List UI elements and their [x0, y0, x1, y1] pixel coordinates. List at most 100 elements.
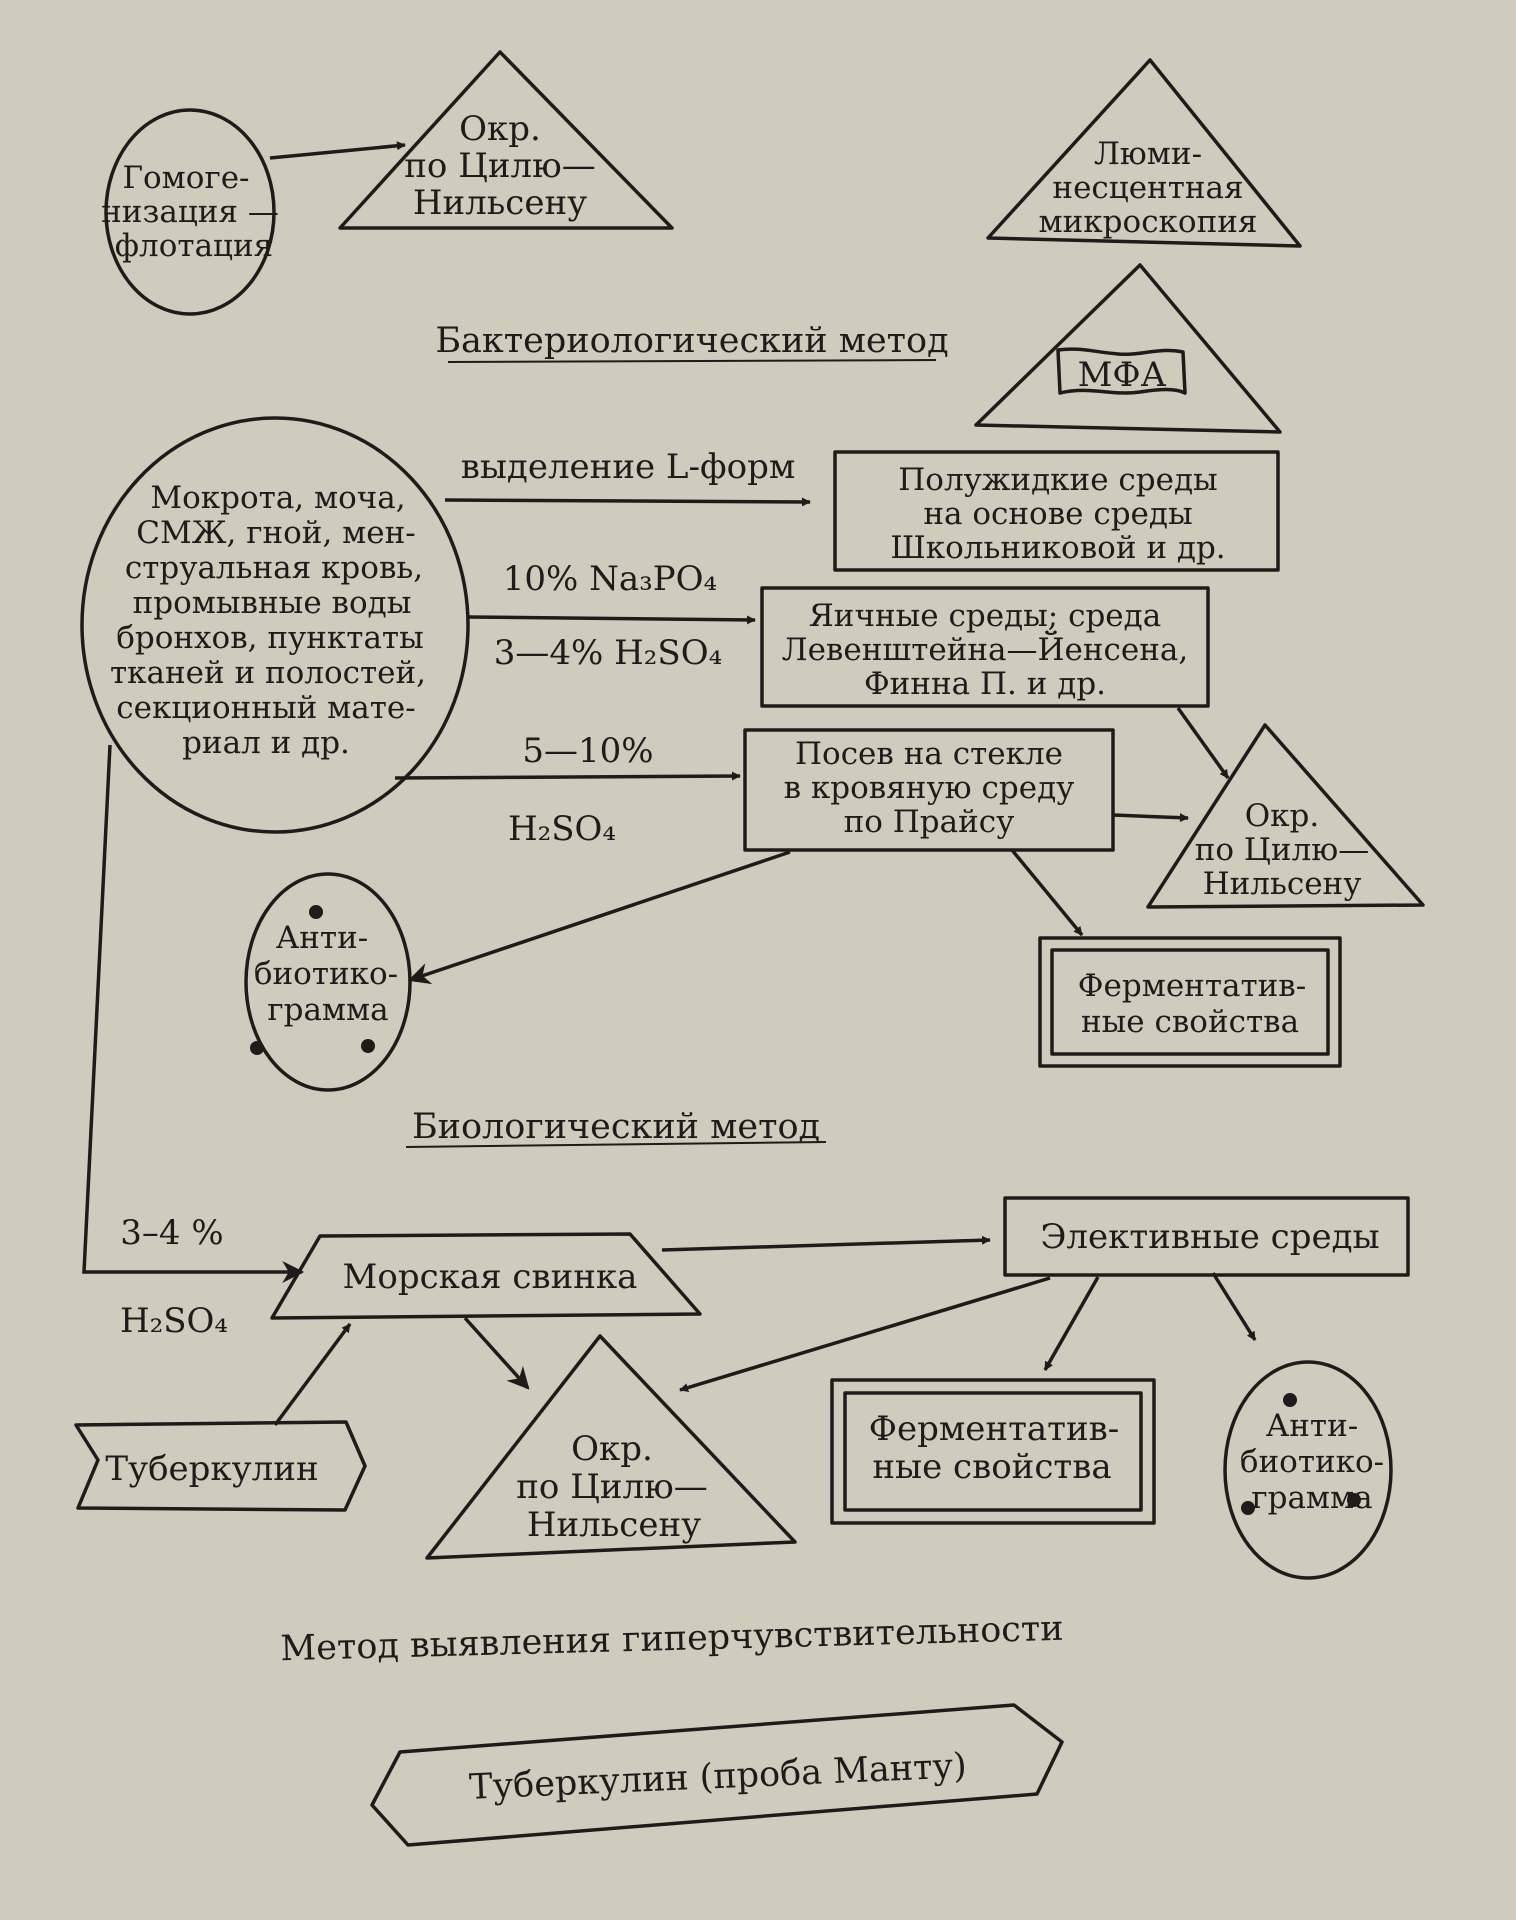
- arrow-price-to-enzymatic: [1010, 848, 1084, 937]
- ziehl-bottom-triangle: [425, 1334, 797, 1560]
- dot: [1241, 1501, 1255, 1515]
- specimen-line-3: струальная кровь,: [125, 550, 423, 586]
- price-box: [743, 728, 1115, 852]
- ziehl-top-line-2: по Цилю—: [404, 146, 595, 186]
- diagram-shapes: [74, 50, 1425, 1847]
- antibiogram-bottom-line-2: биотико-: [1240, 1444, 1384, 1480]
- enzymatic-bottom-box-inner: [843, 1391, 1143, 1512]
- mfa-triangle: [974, 263, 1282, 434]
- biological-heading: Биологический метод: [412, 1107, 820, 1147]
- semiliquid-line-3: Школьниковой и др.: [890, 530, 1225, 566]
- ziehl-right-line-2: по Цилю—: [1195, 832, 1370, 868]
- luminescent-line-2: несцентная: [1052, 170, 1243, 206]
- arrow-to-semiliquid: [444, 497, 811, 507]
- price-line-1: Посев на стекле: [795, 736, 1063, 772]
- bacteriological-underline: [447, 359, 937, 363]
- biological-acid-label: H₂SO₄: [120, 1301, 228, 1341]
- heading-underlines: [405, 359, 937, 1148]
- text-layer: Гомоге- низация — флотация Окр. по Цилю—…: [101, 109, 1384, 1808]
- mantoux-hexagon: [370, 1703, 1064, 1847]
- h2so4-510-acid: H₂SO₄: [508, 809, 616, 849]
- luminescent-line-3: микроскопия: [1039, 204, 1258, 240]
- specimen-line-7: секционный мате-: [116, 690, 415, 726]
- arrow-to-price: [394, 771, 741, 781]
- luminescent-line-1: Люми-: [1094, 136, 1202, 172]
- ziehl-top-line-1: Окр.: [459, 109, 541, 149]
- homogenization-line-3: флотация: [115, 228, 273, 264]
- h2so4-34-label: 3—4% H₂SO₄: [494, 633, 722, 673]
- semiliquid-line-2: на основе среды: [923, 496, 1192, 532]
- ziehl-right-line-1: Окр.: [1245, 798, 1320, 834]
- elective-label: Элективные среды: [1040, 1217, 1379, 1257]
- enzymatic-line-1: Ферментатив-: [1078, 968, 1306, 1004]
- arrow-elective-to-enzymatic: [1043, 1276, 1100, 1371]
- enzymatic-bottom-line-2: ные свойства: [872, 1447, 1111, 1487]
- antibiogram-line-2: биотико-: [254, 956, 398, 992]
- dot: [1283, 1393, 1297, 1407]
- connectors: [82, 141, 1257, 1427]
- price-line-2: в кровяную среду: [784, 770, 1075, 806]
- ziehl-right-line-3: Нильсену: [1203, 866, 1362, 902]
- egg-media-line-2: Левенштейна—Йенсена,: [782, 629, 1189, 668]
- enzymatic-bottom-line-1: Ферментатив-: [869, 1409, 1120, 1449]
- antibiogram-bottom-line-1: Анти-: [1266, 1408, 1358, 1444]
- antibiogram-line-3: грамма: [267, 992, 388, 1028]
- homogenization-circle: [104, 108, 276, 316]
- ziehl-top-line-3: Нильсену: [413, 183, 587, 223]
- arrow-elective-to-antibiogram: [1211, 1272, 1257, 1341]
- egg-media-line-3: Финна П. и др.: [864, 666, 1106, 702]
- enzymatic-box-outer: [1038, 936, 1342, 1068]
- specimen-circle: [80, 416, 470, 834]
- egg-media-line-1: Яичные среды; среда: [809, 598, 1161, 634]
- ziehl-bottom-line-2: по Цилю—: [516, 1467, 707, 1507]
- arrow-homogenization-to-ziehl: [269, 141, 406, 160]
- specimen-line-5: бронхов, пунктаты: [116, 620, 424, 656]
- guinea-pig-trapezoid: [270, 1232, 702, 1320]
- ziehl-bottom-line-1: Окр.: [571, 1429, 653, 1469]
- luminescent-triangle: [986, 58, 1302, 248]
- arrow-tuberculin-to-guinea-pig: [273, 1322, 352, 1427]
- homogenization-line-1: Гомоге-: [122, 160, 249, 196]
- elective-box: [1003, 1196, 1410, 1277]
- antibiogram-line-1: Анти-: [276, 920, 368, 956]
- arrow-price-to-ziehl: [1112, 813, 1189, 823]
- specimen-line-6: тканей и полостей,: [110, 655, 426, 691]
- arrow-elective-to-ziehl: [679, 1276, 1051, 1392]
- ziehl-right-triangle: [1146, 723, 1425, 909]
- biological-underline: [405, 1141, 827, 1148]
- arrow-guinea-pig-to-elective: [661, 1235, 991, 1252]
- mfa-banner: [1056, 347, 1187, 395]
- arrow-to-egg-media: [467, 615, 756, 625]
- dot: [1347, 1493, 1361, 1507]
- l-forms-label: выделение L-форм: [461, 447, 796, 487]
- specimen-line-2: СМЖ, гной, мен-: [136, 515, 416, 551]
- antibiogram-dots: [250, 905, 1361, 1515]
- tuberculin-hexagon: [74, 1420, 367, 1512]
- guinea-pig-label: Морская свинка: [343, 1257, 638, 1297]
- enzymatic-box-inner: [1050, 948, 1330, 1056]
- bacteriological-heading: Бактериологический метод: [435, 321, 948, 361]
- price-line-3: по Прайсу: [844, 804, 1015, 840]
- specimen-line-4: промывные воды: [133, 585, 412, 621]
- ziehl-top-triangle: [338, 50, 674, 230]
- tuberculin-label: Туберкулин: [105, 1449, 318, 1489]
- homogenization-line-2: низация —: [101, 194, 279, 230]
- na3po4-label: 10% Na₃PO₄: [503, 559, 717, 599]
- h2so4-510-pct: 5—10%: [522, 731, 653, 771]
- arrow-guinea-pig-to-ziehl: [463, 1316, 530, 1390]
- mfa-label: МФА: [1078, 355, 1167, 395]
- antibiogram-bottom-line-3: грамма: [1251, 1480, 1372, 1516]
- ziehl-bottom-line-3: Нильсену: [527, 1505, 701, 1545]
- arrow-specimen-to-guinea-pig: [82, 744, 305, 1283]
- specimen-line-1: Мокрота, моча,: [150, 480, 405, 516]
- dot: [250, 1041, 264, 1055]
- dot: [309, 905, 323, 919]
- antibiogram-bottom-circle: [1223, 1360, 1393, 1580]
- egg-media-box: [760, 586, 1210, 708]
- arrow-price-to-antibiogram: [407, 850, 791, 985]
- enzymatic-bottom-box-outer: [830, 1378, 1156, 1525]
- enzymatic-line-2: ные свойства: [1081, 1004, 1299, 1040]
- specimen-line-8: риал и др.: [182, 725, 350, 761]
